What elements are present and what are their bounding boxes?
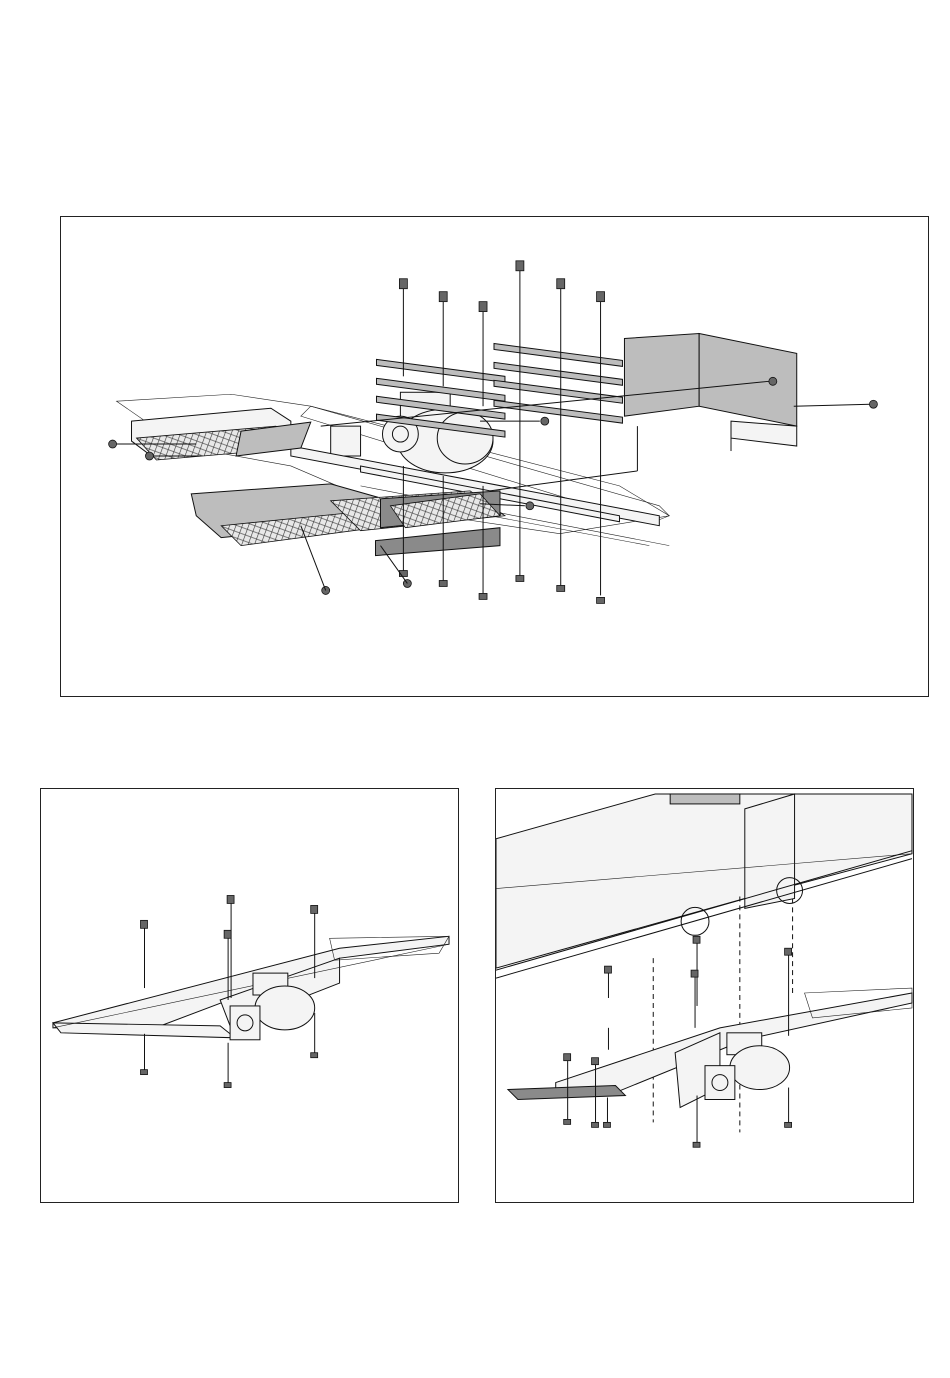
center-grate-tray — [191, 484, 505, 556]
frame-mounting-figure — [495, 788, 914, 1203]
top-bolts — [399, 261, 604, 312]
overhead-frame — [496, 794, 912, 978]
bolt-assembly-figure — [40, 788, 459, 1203]
bolt-assembly-drawing — [41, 789, 458, 1202]
bottom-nuts — [322, 571, 605, 604]
cover-housing — [624, 334, 796, 452]
slat-strips — [376, 343, 622, 437]
exploded-view-drawing — [61, 217, 928, 696]
frame-mounting-drawing — [496, 789, 913, 1202]
exploded-view-figure — [60, 216, 929, 697]
left-grate-tray — [132, 408, 311, 460]
